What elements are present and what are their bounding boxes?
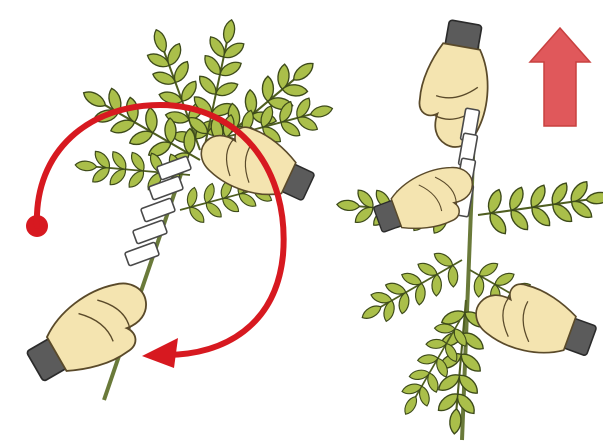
right-lower-hand [469, 272, 602, 372]
up-arrow-icon [530, 28, 590, 126]
right-upper-hand [412, 17, 499, 151]
right-panel [335, 17, 603, 440]
left-wrapping-bands [125, 156, 192, 266]
left-panel [17, 15, 338, 400]
